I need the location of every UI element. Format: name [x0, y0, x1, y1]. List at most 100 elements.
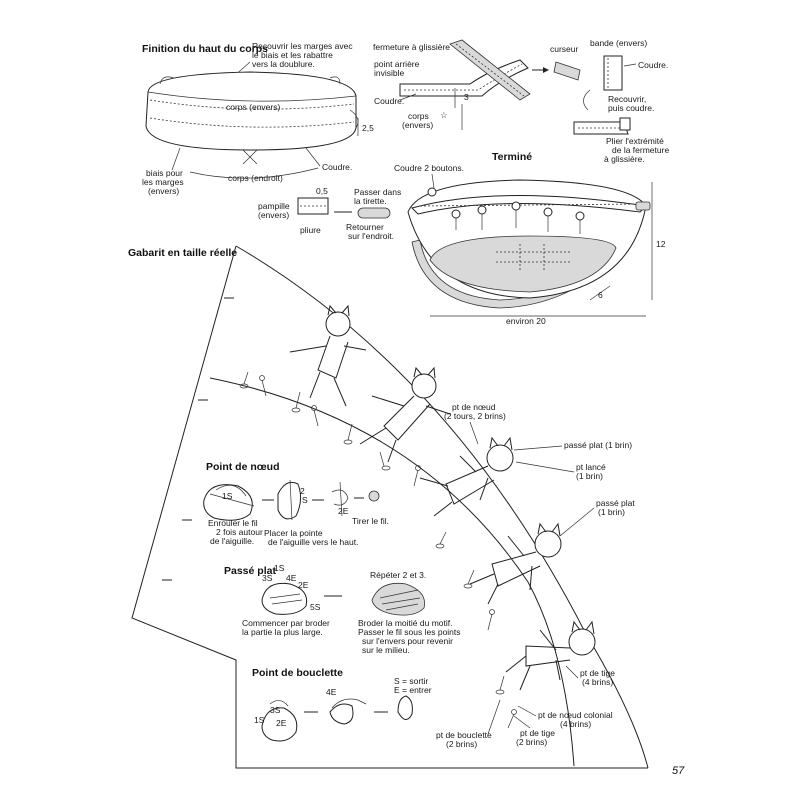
termine-title: Terminé [492, 151, 532, 163]
finition-biais-3: (envers) [148, 186, 179, 196]
finition-biais-2: les marges [142, 177, 184, 187]
cat-figure [419, 436, 514, 517]
zipper-band [603, 55, 623, 91]
point-bouclette-legend-s: S = sortir [394, 676, 428, 686]
callout-pt-lance-2: (1 brin) [576, 471, 603, 481]
passe-plat-repeter: Répéter 2 et 3. [370, 570, 426, 580]
zipper-recouvrir-1: Recouvrir, [608, 94, 646, 104]
point-noeud-section: Point de nœud 1S Enrouler le fil 2 fois … [203, 461, 389, 547]
gabarit-title: Gabarit en taille réelle [128, 247, 237, 259]
point-noeud-tirer: Tirer le fil. [352, 516, 389, 526]
termine-environ: environ 20 [506, 316, 546, 326]
passe-plat-commencer-2: la partie la plus large. [242, 627, 323, 637]
passe-plat-4e: 4E [286, 573, 297, 583]
pampille-retourner-1: Retourner [346, 222, 384, 232]
zipper-plier-2: de la fermeture [612, 145, 669, 155]
callout-pt-bouclette-1: pt de bouclette [436, 730, 492, 740]
point-noeud-1s: 1S [222, 491, 233, 501]
callout-pt-tige-2a: pt de tige [520, 728, 555, 738]
point-noeud-enrouler-1: Enrouler le fil [208, 518, 258, 528]
callout-passe-plat-1: passé plat (1 brin) [564, 440, 632, 450]
pouch-body-shape [145, 71, 357, 151]
zipper-point-arriere-1: point arrière [374, 59, 420, 69]
point-noeud-enrouler-2: 2 fois autour [216, 527, 263, 537]
termine-section: Terminé Coudre 2 boutons. 12 6 environ 2… [394, 151, 666, 326]
mini-cats [451, 201, 585, 234]
pampille-section: pampille (envers) 0,5 pliure Passer dans… [258, 186, 401, 241]
pampille-label-2: (envers) [258, 210, 289, 220]
callout-pt-tige-2b: (2 brins) [516, 737, 547, 747]
passe-plat-3s: 3S [262, 573, 273, 583]
zipper-curseur: curseur [550, 44, 579, 54]
gabarit-section: Gabarit en taille réelle [128, 245, 649, 769]
cross-arrows-icon [242, 149, 258, 165]
zipper-point-arriere-2: invisible [374, 68, 405, 78]
termine-coudre-boutons: Coudre 2 boutons. [394, 163, 464, 173]
callout-pt-tige-4b: (4 brins) [582, 677, 613, 687]
point-bouclette-section: Point de bouclette 3S 1S 2E 4E S = sorti… [252, 667, 432, 742]
zipper-recouvrir-2: puis coudre. [608, 103, 654, 113]
passe-plat-broder-4: sur le milieu. [362, 645, 410, 655]
point-bouclette-1s: 1S [254, 715, 265, 725]
passe-plat-1s: 1S [274, 563, 285, 573]
star-icon: ☆ [440, 110, 448, 120]
zipper-plier-3: à glissière. [604, 154, 645, 164]
passe-plat-2e: 2E [298, 580, 309, 590]
zipper-plier-1: Plier l'extrémité [606, 136, 664, 146]
zipper-bande-envers: bande (envers) [590, 38, 647, 48]
zipper-dim-3: 3 [464, 92, 469, 102]
callout-pt-colonial-2: (4 brins) [560, 719, 591, 729]
point-bouclette-legend-e: E = entrer [394, 685, 432, 695]
finition-recouvrir-3: vers la doublure. [252, 59, 315, 69]
zipper-coudre-3: Coudre. [638, 60, 668, 70]
passe-plat-title: Passé plat [224, 565, 276, 577]
callout-pt-colonial-1: pt de nœud colonial [538, 710, 613, 720]
callout-passe-plat-2b: (1 brin) [598, 507, 625, 517]
point-bouclette-2e: 2E [276, 718, 287, 728]
passe-plat-broder-3: sur l'envers pour revenir [362, 636, 453, 646]
callout-pt-bouclette-2: (2 brins) [446, 739, 477, 749]
termine-dim-12: 12 [656, 239, 666, 249]
button-icon [427, 187, 437, 197]
finition-section: Finition du haut du corps Recouvrir les … [142, 41, 374, 196]
point-noeud-enrouler-3: de l'aiguille. [210, 536, 254, 546]
point-noeud-placer-1: Placer la pointe [264, 528, 323, 538]
cat-figure [469, 522, 562, 605]
point-bouclette-3s: 3S [270, 705, 281, 715]
passe-plat-broder-1: Broder la moitié du motif. [358, 618, 452, 628]
zipper-pull [635, 201, 651, 211]
zipper-section: fermeture à glissière point arrière invi… [373, 38, 669, 164]
callout-pt-lance-1: pt lancé [576, 462, 606, 472]
callout-pt-noeud-1: pt de nœud [452, 402, 496, 412]
callout-pt-noeud-2: (2 tours, 2 brins) [444, 411, 506, 421]
zipper-corps-1: corps [408, 111, 429, 121]
pampille-passer-1: Passer dans [354, 187, 401, 197]
cat-figure [359, 366, 451, 463]
point-noeud-2e: 2E [338, 506, 349, 516]
finition-recouvrir-1: Recouvrir les marges avec [252, 41, 353, 51]
point-noeud-2s: S [302, 495, 308, 505]
finition-dim-25: 2,5 [362, 123, 374, 133]
template-inner-arc [209, 377, 575, 767]
point-noeud-2: 2 [300, 486, 305, 496]
page-number: 57 [672, 765, 685, 777]
point-bouclette-title: Point de bouclette [252, 667, 343, 679]
pampille-tube [357, 207, 391, 219]
knot-icon [368, 490, 380, 502]
finition-recouvrir-2: le biais et les rabattre [252, 50, 333, 60]
pampille-passer-2: la tirette. [354, 196, 387, 206]
finition-title: Finition du haut du corps [142, 43, 268, 55]
callout-pt-tige-4a: pt de tige [580, 668, 615, 678]
pampille-dim-05: 0,5 [316, 186, 328, 196]
pampille-label-1: pampille [258, 201, 290, 211]
zipper-corps-2: (envers) [402, 120, 433, 130]
passe-plat-section: Passé plat 1S 3S 4E 2E 6E 5S Commencer p… [224, 563, 461, 655]
pampille-retourner-2: sur l'endroit. [348, 231, 394, 241]
pampille-pliure: pliure [300, 225, 321, 235]
zipper-coudre: Coudre. [374, 96, 404, 106]
zipper-slider [553, 61, 581, 81]
cat-figure [505, 620, 596, 691]
passe-plat-commencer-1: Commencer par broder [242, 618, 330, 628]
